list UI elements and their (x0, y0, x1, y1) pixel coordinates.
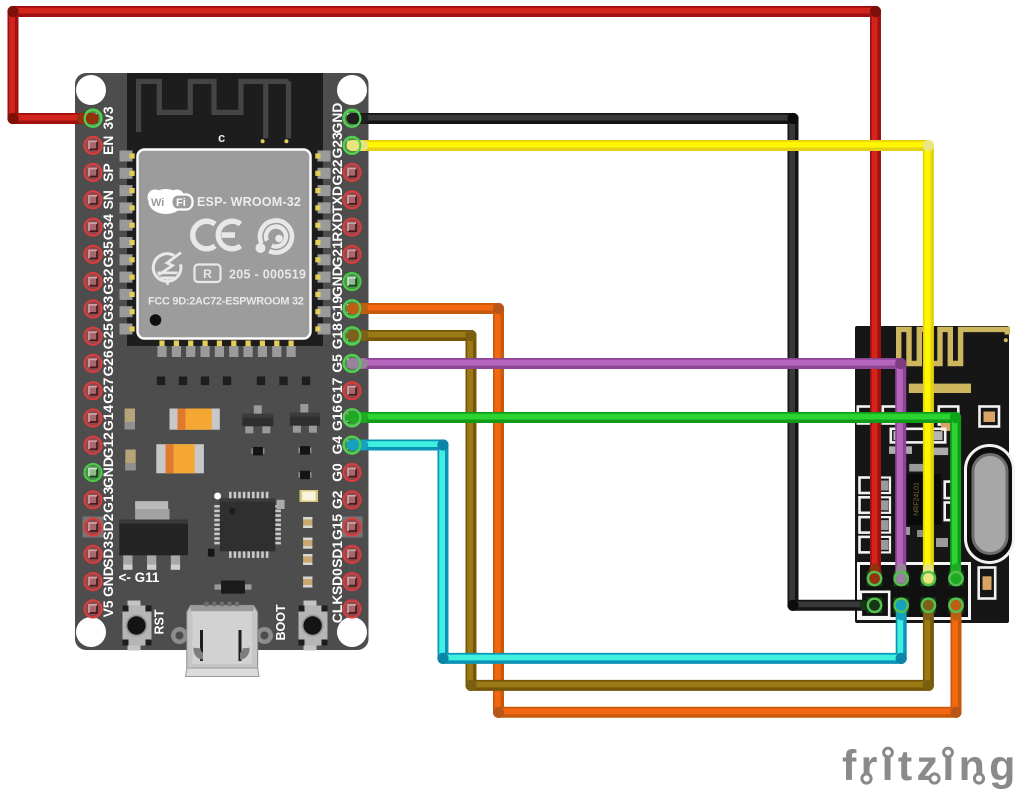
svg-text:V5: V5 (101, 600, 116, 617)
svg-text:FCC 9D:2AC72-ESPWROOM 32: FCC 9D:2AC72-ESPWROOM 32 (148, 296, 304, 308)
svg-text:R: R (203, 267, 212, 281)
svg-text:G17: G17 (330, 377, 345, 403)
svg-text:G27: G27 (101, 377, 116, 403)
svg-text:RXD: RXD (330, 213, 345, 242)
svg-text:G12: G12 (101, 432, 116, 458)
svg-text:GND: GND (101, 566, 116, 597)
svg-text:G23: G23 (330, 132, 345, 158)
svg-text:G22: G22 (330, 159, 345, 185)
svg-text:G14: G14 (101, 405, 116, 431)
svg-text:G32: G32 (101, 268, 116, 294)
svg-text:c: c (218, 130, 225, 145)
svg-text:G16: G16 (330, 405, 345, 431)
svg-text:G13: G13 (101, 486, 116, 512)
svg-text:EN: EN (101, 136, 116, 155)
svg-text:CLK: CLK (330, 595, 345, 623)
svg-text:G34: G34 (101, 214, 116, 240)
svg-text:SN: SN (101, 190, 116, 209)
svg-text:ESP- WROOM-32: ESP- WROOM-32 (197, 195, 301, 209)
svg-text:G35: G35 (101, 241, 116, 267)
svg-text:G25: G25 (101, 323, 116, 349)
svg-text:GND: GND (101, 457, 116, 488)
svg-text:G33: G33 (101, 296, 116, 322)
svg-text:3v3: 3v3 (101, 106, 116, 129)
svg-text:Wi: Wi (151, 197, 164, 209)
svg-text:G2: G2 (330, 490, 345, 509)
svg-text:G5: G5 (330, 354, 345, 373)
svg-text:BOOT: BOOT (274, 604, 288, 640)
svg-text:SP: SP (101, 163, 116, 181)
svg-text:205 - 000519: 205 - 000519 (229, 268, 306, 282)
svg-text:G19: G19 (330, 296, 345, 322)
svg-text:SD2: SD2 (101, 513, 116, 540)
svg-text:SD0: SD0 (330, 568, 345, 595)
svg-text:TXD: TXD (330, 186, 345, 214)
svg-text:SD3: SD3 (101, 541, 116, 568)
svg-text:SD1: SD1 (330, 541, 345, 568)
svg-text:G15: G15 (330, 514, 345, 540)
svg-text:G18: G18 (330, 323, 345, 349)
svg-text:G26: G26 (101, 350, 116, 376)
svg-text:RST: RST (153, 609, 167, 634)
svg-text:NRF24L01: NRF24L01 (914, 482, 921, 516)
svg-text:G4: G4 (330, 436, 345, 455)
svg-text:<- G11: <- G11 (119, 570, 160, 585)
svg-text:GND: GND (330, 103, 345, 134)
svg-text:GND: GND (330, 266, 345, 297)
svg-text:G21: G21 (330, 241, 345, 267)
svg-text:G0: G0 (330, 463, 345, 482)
svg-text:Fi: Fi (176, 197, 186, 209)
